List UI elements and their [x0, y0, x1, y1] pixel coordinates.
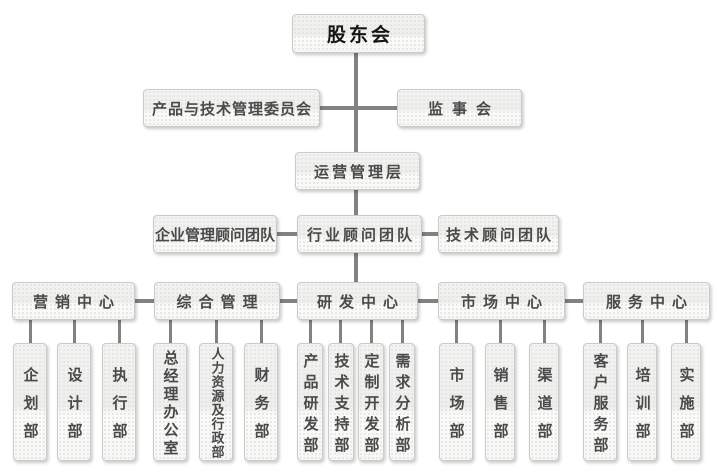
org-node-label: 市场中心	[460, 292, 549, 311]
connector-hline-advisory-left	[277, 232, 297, 236]
connector-dept-line	[499, 320, 502, 343]
connector-dept-line	[73, 320, 76, 343]
org-node-label: 运营管理层	[313, 162, 404, 181]
connector-dept-line	[455, 320, 458, 343]
org-node-industry-advisory-team: 行业顾问团队	[297, 215, 422, 253]
dept-label: 执行部	[110, 366, 129, 451]
org-node-center-rd: 研发中心	[297, 282, 418, 320]
connector-dept-line	[215, 320, 218, 343]
connector-trunk-advisory-to-centers	[354, 253, 358, 282]
org-node-label: 企业管理顾问团队	[154, 225, 275, 244]
org-node-label: 服务中心	[605, 292, 694, 311]
dept-node-training: 培训部	[627, 343, 657, 461]
org-node-label: 综合管理	[176, 292, 265, 311]
connector-dept-line	[543, 320, 546, 343]
dept-label: 财务部	[252, 366, 271, 451]
dept-label: 渠道部	[535, 366, 554, 451]
dept-label: 需求分析部	[393, 352, 412, 458]
org-node-label: 研发中心	[316, 292, 405, 311]
org-node-label: 技术顾问团队	[445, 225, 554, 244]
dept-node-channel: 渠道部	[529, 343, 559, 461]
connector-dept-line	[118, 320, 121, 343]
org-node-product-tech-committee: 产品与技术管理委员会	[143, 89, 320, 127]
dept-node-customer-service: 客户服务部	[583, 343, 617, 461]
org-node-center-market: 市场中心	[438, 282, 565, 320]
connector-dept-line	[685, 320, 688, 343]
dept-node-tech-support: 技术支持部	[328, 343, 354, 461]
dept-node-hr-admin: 人力资源及行政部	[199, 343, 233, 461]
org-node-label: 营销中心	[32, 292, 121, 311]
connector-hline-centers-3	[418, 299, 438, 303]
dept-node-implementation: 实施部	[671, 343, 701, 461]
connector-trunk-management-to-advisory	[354, 190, 358, 215]
dept-node-market: 市场部	[439, 343, 473, 461]
org-node-supervisory-board: 监事会	[397, 89, 522, 127]
connector-dept-line	[641, 320, 644, 343]
dept-label: 总经理办公室	[161, 349, 180, 458]
connector-dept-line	[370, 320, 373, 343]
dept-node-sales: 销售部	[485, 343, 515, 461]
org-node-label: 行业顾问团队	[306, 225, 415, 244]
dept-label: 定制开发部	[362, 352, 381, 458]
dept-label: 市场部	[447, 366, 466, 451]
dept-label: 客户服务部	[591, 352, 610, 458]
connector-hline-committees	[320, 106, 397, 110]
org-node-operations-management: 运营管理层	[295, 152, 420, 190]
dept-label: 销售部	[491, 366, 510, 451]
dept-node-planning: 企划部	[13, 343, 47, 461]
connector-dept-line	[339, 320, 342, 343]
dept-node-product-rd: 产品研发部	[297, 343, 323, 461]
org-node-label: 产品与技术管理委员会	[151, 99, 312, 118]
dept-label: 实施部	[677, 366, 696, 451]
dept-node-gm-office: 总经理办公室	[153, 343, 187, 461]
dept-label: 企划部	[21, 366, 40, 451]
org-node-label: 股东会	[326, 24, 393, 46]
connector-dept-line	[260, 320, 263, 343]
connector-dept-line	[309, 320, 312, 343]
connector-hline-centers-4	[565, 299, 583, 303]
connector-hline-centers-2	[280, 299, 297, 303]
connector-dept-line	[29, 320, 32, 343]
dept-node-execution: 执行部	[102, 343, 136, 461]
dept-label: 培训部	[633, 366, 652, 451]
dept-node-requirements-analysis: 需求分析部	[389, 343, 415, 461]
org-node-enterprise-advisory-team: 企业管理顾问团队	[153, 215, 277, 253]
dept-label: 产品研发部	[301, 352, 320, 458]
connector-hline-advisory-right	[422, 232, 438, 236]
dept-node-design: 设计部	[57, 343, 91, 461]
dept-node-custom-dev: 定制开发部	[358, 343, 384, 461]
org-node-center-general-management: 综合管理	[154, 282, 280, 320]
org-node-tech-advisory-team: 技术顾问团队	[438, 215, 559, 253]
dept-label: 设计部	[65, 366, 84, 451]
connector-dept-line	[169, 320, 172, 343]
dept-node-finance: 财务部	[244, 343, 278, 461]
org-node-label: 监事会	[427, 99, 500, 118]
org-node-center-marketing: 营销中心	[12, 282, 135, 320]
connector-trunk-root-to-management	[354, 53, 358, 152]
dept-label: 人力资源及行政部	[208, 346, 224, 459]
connector-dept-line	[599, 320, 602, 343]
connector-hline-centers-1	[135, 299, 154, 303]
org-node-shareholders-meeting: 股东会	[292, 14, 425, 53]
dept-label: 技术支持部	[332, 352, 351, 458]
org-node-center-service: 服务中心	[583, 282, 710, 320]
connector-dept-line	[401, 320, 404, 343]
